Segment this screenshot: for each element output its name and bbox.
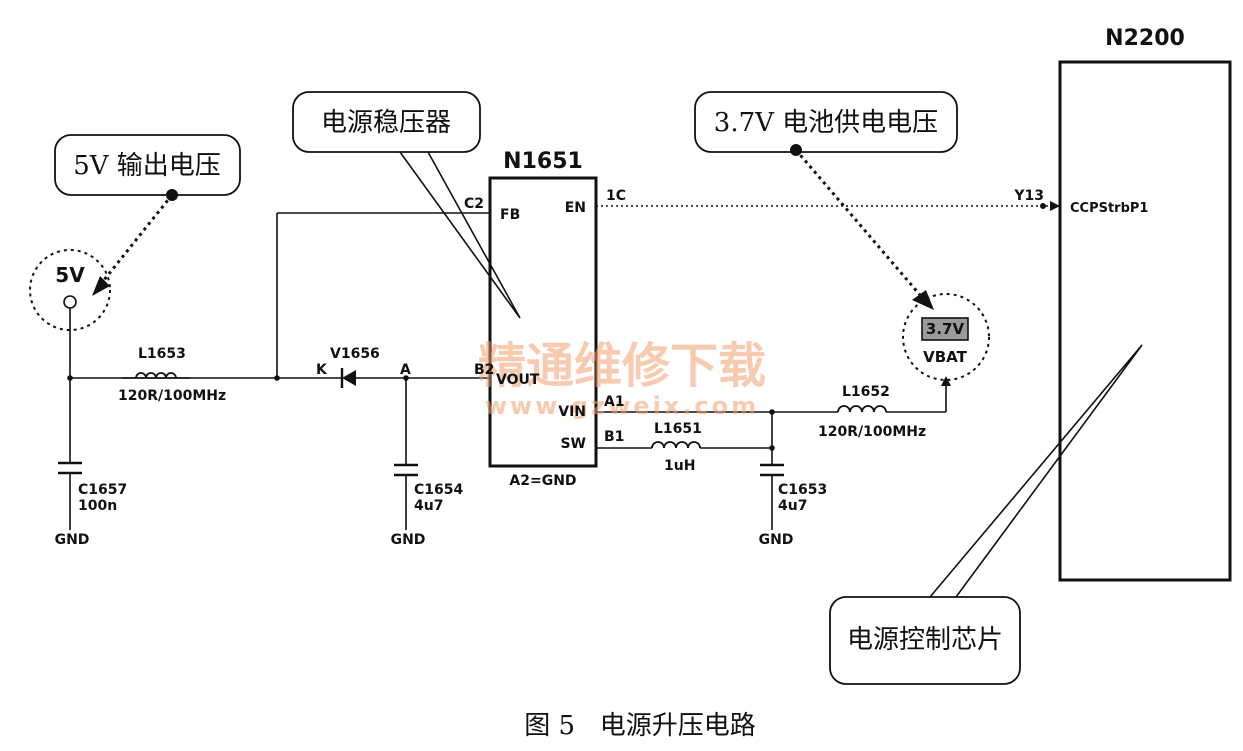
c1654-ref: C1654 bbox=[414, 482, 463, 498]
gnd-label: GND bbox=[391, 532, 426, 548]
callout-controller-bubble bbox=[829, 596, 1021, 685]
c1653-ref: C1653 bbox=[778, 482, 827, 498]
pointer-5v-dot bbox=[166, 189, 178, 201]
watermark-url-text: www.gzweix.com bbox=[485, 392, 759, 420]
tail-regulator bbox=[399, 151, 521, 319]
pin-en-label: EN bbox=[565, 200, 586, 216]
gnd-label: GND bbox=[759, 532, 794, 548]
capacitor-plates bbox=[58, 461, 784, 477]
callout-regulator-text: 电源稳压器 bbox=[321, 108, 451, 138]
callout-controller-text: 电源控制芯片 bbox=[847, 625, 1003, 655]
pin-vin-label: VIN bbox=[558, 404, 586, 420]
gnd-label: GND bbox=[55, 532, 90, 548]
pointer-battery-arrowhead bbox=[912, 290, 934, 310]
junction-dot bbox=[769, 445, 775, 451]
l1651-value: 1uH bbox=[664, 458, 695, 474]
callout-tails bbox=[399, 151, 1143, 598]
inductor-l1651-coil bbox=[651, 441, 701, 449]
junctions bbox=[67, 203, 1046, 451]
l1652-ref: L1652 bbox=[842, 384, 890, 400]
chip-n1651-footer: A2=GND bbox=[509, 473, 576, 489]
l1652-value: 120R/100MHz bbox=[818, 424, 926, 440]
pin-vout-number: B2 bbox=[474, 362, 494, 378]
pin-fb-number: C2 bbox=[464, 196, 484, 212]
junction-dot bbox=[403, 375, 409, 381]
pointer-5v-arrowhead bbox=[92, 276, 110, 296]
wires bbox=[69, 212, 951, 530]
c1653-value: 4u7 bbox=[778, 498, 807, 514]
chip-n1651-name: N1651 bbox=[503, 149, 583, 174]
junction-dot bbox=[769, 409, 775, 415]
terminal-vbat-ring bbox=[902, 293, 990, 381]
junction-dot bbox=[274, 375, 280, 381]
c1657-value: 100n bbox=[78, 498, 117, 514]
l1651-ref: L1651 bbox=[654, 421, 702, 437]
watermark-cn-text: 精通维修下载 bbox=[478, 338, 766, 394]
terminal-5v-pad bbox=[63, 295, 77, 309]
callout-pointers bbox=[92, 144, 934, 310]
pointer-5v-line bbox=[98, 194, 174, 286]
terminal-vbat-name: VBAT bbox=[923, 348, 967, 366]
pin-vout-label: VOUT bbox=[496, 372, 540, 388]
chip-n2200-body bbox=[1058, 60, 1232, 582]
terminal-5v-ring bbox=[29, 249, 111, 331]
pin-en-number: 1C bbox=[606, 188, 626, 204]
tail-controller bbox=[929, 344, 1143, 598]
pin-vin-number: A1 bbox=[604, 394, 625, 410]
callout-battery-text: 3.7V 电池供电电压 bbox=[714, 108, 938, 138]
inductor-l1652-coil bbox=[837, 405, 887, 413]
terminal-vbat-box bbox=[921, 317, 969, 341]
v1656-k-label: K bbox=[316, 362, 328, 378]
terminal-vbat-value: 3.7V bbox=[926, 320, 965, 338]
inductor-coils bbox=[122, 372, 887, 449]
v1656-ref: V1656 bbox=[330, 346, 380, 362]
l1653-value: 120R/100MHz bbox=[118, 388, 226, 404]
c1657-ref: C1657 bbox=[78, 482, 127, 498]
callout-battery-bubble bbox=[694, 91, 958, 153]
c1654-value: 4u7 bbox=[414, 498, 443, 514]
junction-dot bbox=[1040, 203, 1046, 209]
pin-sw-number: B1 bbox=[604, 429, 624, 445]
v1656-a-label: A bbox=[400, 362, 411, 378]
pin-sw-label: SW bbox=[560, 436, 586, 452]
terminal-5v-label: 5V bbox=[55, 263, 85, 287]
diode-v1656-symbol bbox=[340, 368, 356, 388]
chip-n2200-name: N2200 bbox=[1105, 26, 1185, 51]
callout-bubbles bbox=[54, 91, 1021, 685]
callout-5v-bubble bbox=[54, 134, 241, 196]
controller-pin-number: Y13 bbox=[1013, 188, 1044, 204]
callout-5v-text: 5V 输出电压 bbox=[73, 151, 221, 181]
controller-pin-name: CCPStrbP1 bbox=[1070, 201, 1148, 216]
l1653-ref: L1653 bbox=[138, 346, 186, 362]
pointer-battery-dot bbox=[790, 144, 802, 156]
pointer-battery-line bbox=[794, 149, 928, 303]
chip-n1651-body bbox=[488, 176, 598, 468]
callout-regulator-bubble bbox=[292, 91, 481, 153]
junction-dot bbox=[67, 375, 73, 381]
figure-caption: 图 5 电源升压电路 bbox=[524, 711, 756, 741]
pin-fb-label: FB bbox=[500, 207, 520, 223]
